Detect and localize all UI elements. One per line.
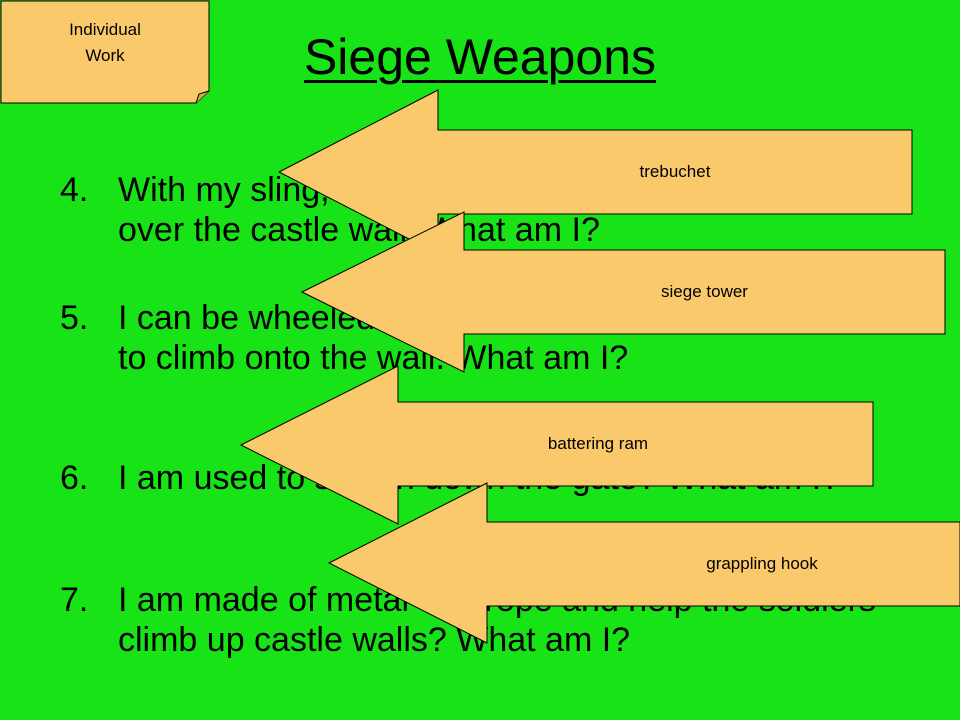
arrow-label: grappling hook (706, 554, 818, 573)
slide-title: Siege Weapons (303, 29, 657, 85)
question-number: 7. (60, 581, 89, 619)
sticky-note-shape (0, 0, 210, 104)
left-arrow-icon (328, 482, 960, 644)
left-arrow-icon (240, 365, 874, 525)
answer-arrow-grappling-hook[interactable]: grappling hook (328, 482, 960, 644)
question-number: 4. (60, 171, 89, 209)
question-number: 5. (60, 299, 89, 337)
question-number: 6. (60, 459, 89, 497)
arrow-label: battering ram (547, 434, 649, 453)
left-arrow-icon (301, 211, 946, 373)
arrow-label: trebuchet (639, 162, 711, 181)
arrow-label: siege tower (661, 282, 748, 301)
sticky-note-line1: Individual (69, 20, 141, 39)
answer-arrow-battering-ram[interactable]: battering ram (240, 365, 874, 525)
sticky-note: Individual Work (0, 0, 211, 104)
sticky-note-text: Individual Work (20, 17, 190, 69)
sticky-note-line2: Work (85, 46, 125, 65)
answer-arrow-siege-tower[interactable]: siege tower (301, 211, 946, 373)
answer-arrow-trebuchet[interactable]: trebuchet (278, 89, 913, 255)
